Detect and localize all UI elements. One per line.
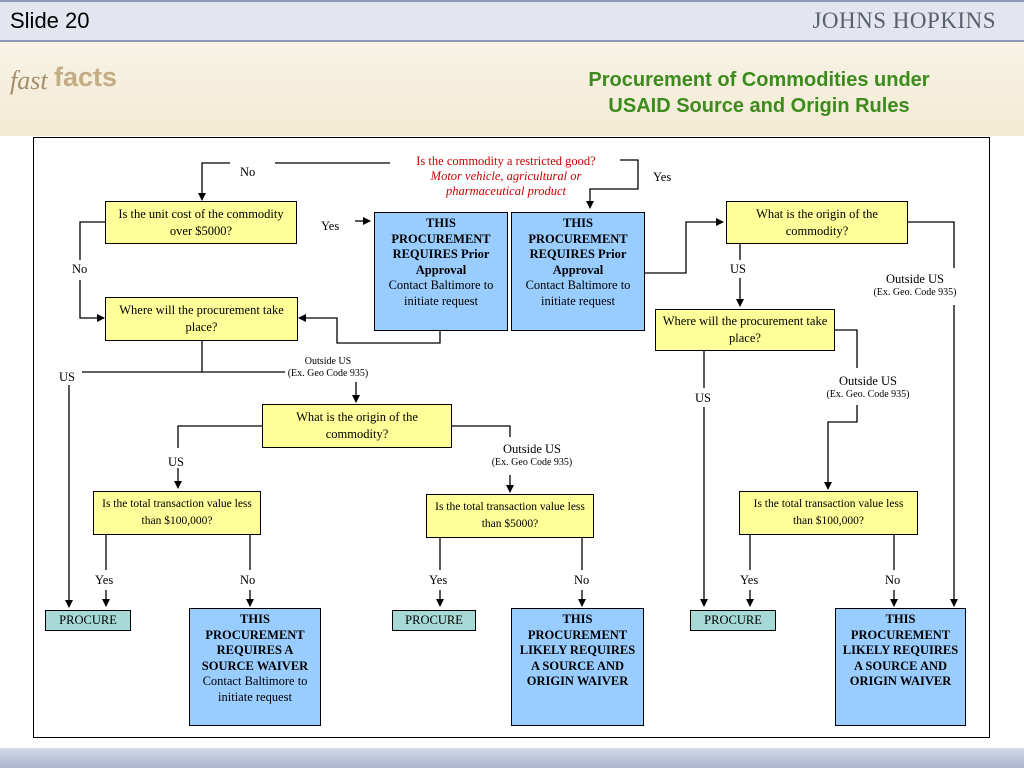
slide-title: Procurement of Commodities under USAID S… [524, 67, 994, 119]
label-no: No [574, 573, 590, 587]
geo-code-label: (Ex. Geo. Code 935) [873, 287, 957, 298]
connector [452, 425, 511, 437]
connector [79, 280, 105, 322]
connector [177, 425, 262, 448]
label-outside-us-text: Outside US [503, 442, 561, 456]
source-origin-waiver-result: THIS PROCUREMENT LIKELY REQUIRES A SOURC… [511, 608, 644, 726]
slide-number-label: Slide 20 [10, 8, 90, 33]
label-outside-us-text: Outside US [304, 356, 352, 367]
label-outside-us-text: Outside US [839, 374, 897, 388]
prior-approval-heading: THIS PROCUREMENT REQUIRES Prior Approval [528, 216, 628, 277]
label-outside-us: Outside US (Ex. Geo Code 935) [283, 356, 373, 380]
source-origin-waiver-result: THIS PROCUREMENT LIKELY REQUIRES A SOURC… [835, 608, 966, 726]
label-no: No [240, 165, 256, 179]
label-us: US [695, 391, 711, 405]
procure-result: PROCURE [45, 610, 131, 631]
label-outside-us: Outside US (Ex. Geo. Code 935) [815, 374, 921, 401]
title-bar: Slide 20 JOHNS HOPKINS [0, 0, 1024, 42]
procure-result: PROCURE [690, 610, 776, 631]
label-outside-us: Outside US (Ex. Geo. Code 935) [862, 272, 968, 299]
procure-result: PROCURE [392, 610, 476, 631]
label-no: No [885, 573, 901, 587]
source-origin-waiver-heading: THIS PROCUREMENT LIKELY REQUIRES A SOURC… [842, 612, 959, 688]
fastfacts-logo-facts: facts [54, 62, 118, 92]
label-us: US [730, 262, 746, 276]
connector [835, 329, 858, 368]
prior-approval-instruction: Contact Baltimore to initiate request [388, 278, 494, 308]
label-outside-us: Outside US (Ex. Geo Code 935) [470, 442, 594, 469]
commodity-origin-question: What is the origin of the commodity? [262, 404, 452, 448]
bottom-bar [0, 748, 1024, 768]
prior-approval-heading: THIS PROCUREMENT REQUIRES Prior Approval [391, 216, 491, 277]
fastfacts-logo-fast: fast [10, 66, 48, 95]
connector [586, 159, 639, 209]
label-yes: Yes [653, 170, 672, 184]
connector [824, 405, 858, 490]
connector [198, 162, 230, 201]
procurement-location-question: Where will the procurement take place? [105, 297, 298, 341]
source-waiver-heading: THIS PROCUREMENT REQUIRES A SOURCE WAIVE… [201, 612, 309, 673]
source-waiver-result: THIS PROCUREMENT REQUIRES A SOURCE WAIVE… [189, 608, 321, 726]
label-yes: Yes [95, 573, 114, 587]
restricted-good-question-line2: Motor vehicle, agricultural or [430, 169, 582, 183]
label-yes: Yes [740, 573, 759, 587]
procurement-location-question: Where will the procurement take place? [655, 309, 835, 351]
geo-code-label: (Ex. Geo Code 935) [491, 457, 573, 468]
label-no: No [240, 573, 256, 587]
prior-approval-result: THIS PROCUREMENT REQUIRES Prior Approval… [374, 212, 508, 331]
transaction-value-question: Is the total transaction value less than… [93, 491, 261, 535]
transaction-value-question: Is the total transaction value less than… [426, 494, 594, 538]
restricted-good-question-line1: Is the commodity a restricted good? [416, 154, 596, 168]
restricted-good-question: Is the commodity a restricted good? Moto… [390, 154, 622, 199]
commodity-origin-question: What is the origin of the commodity? [726, 201, 908, 244]
connector [298, 314, 441, 344]
label-outside-us-text: Outside US [886, 272, 944, 286]
prior-approval-result: THIS PROCUREMENT REQUIRES Prior Approval… [511, 212, 645, 331]
restricted-good-question-line3: pharmaceutical product [445, 184, 566, 198]
source-waiver-instruction: Contact Baltimore to initiate request [202, 674, 308, 704]
connector [645, 218, 724, 274]
geo-code-label: (Ex. Geo. Code 935) [826, 389, 910, 400]
flowchart-frame [33, 137, 990, 738]
label-yes: Yes [321, 219, 340, 233]
transaction-value-question: Is the total transaction value less than… [739, 491, 918, 535]
label-us: US [59, 370, 75, 384]
slide-title-line1: Procurement of Commodities under [588, 69, 930, 91]
slide-title-line2: USAID Source and Origin Rules [608, 95, 910, 117]
label-yes: Yes [429, 573, 448, 587]
geo-code-label: (Ex. Geo Code 935) [287, 368, 369, 379]
label-us: US [168, 455, 184, 469]
connector [908, 221, 955, 268]
header-band [0, 42, 1024, 136]
source-origin-waiver-heading: THIS PROCUREMENT LIKELY REQUIRES A SOURC… [519, 612, 636, 688]
johns-hopkins-logo: JOHNS HOPKINS [812, 8, 996, 33]
unit-cost-question: Is the unit cost of the commodity over $… [105, 201, 297, 244]
label-no: No [72, 262, 88, 276]
prior-approval-instruction: Contact Baltimore to initiate request [525, 278, 631, 308]
connector [79, 221, 105, 260]
